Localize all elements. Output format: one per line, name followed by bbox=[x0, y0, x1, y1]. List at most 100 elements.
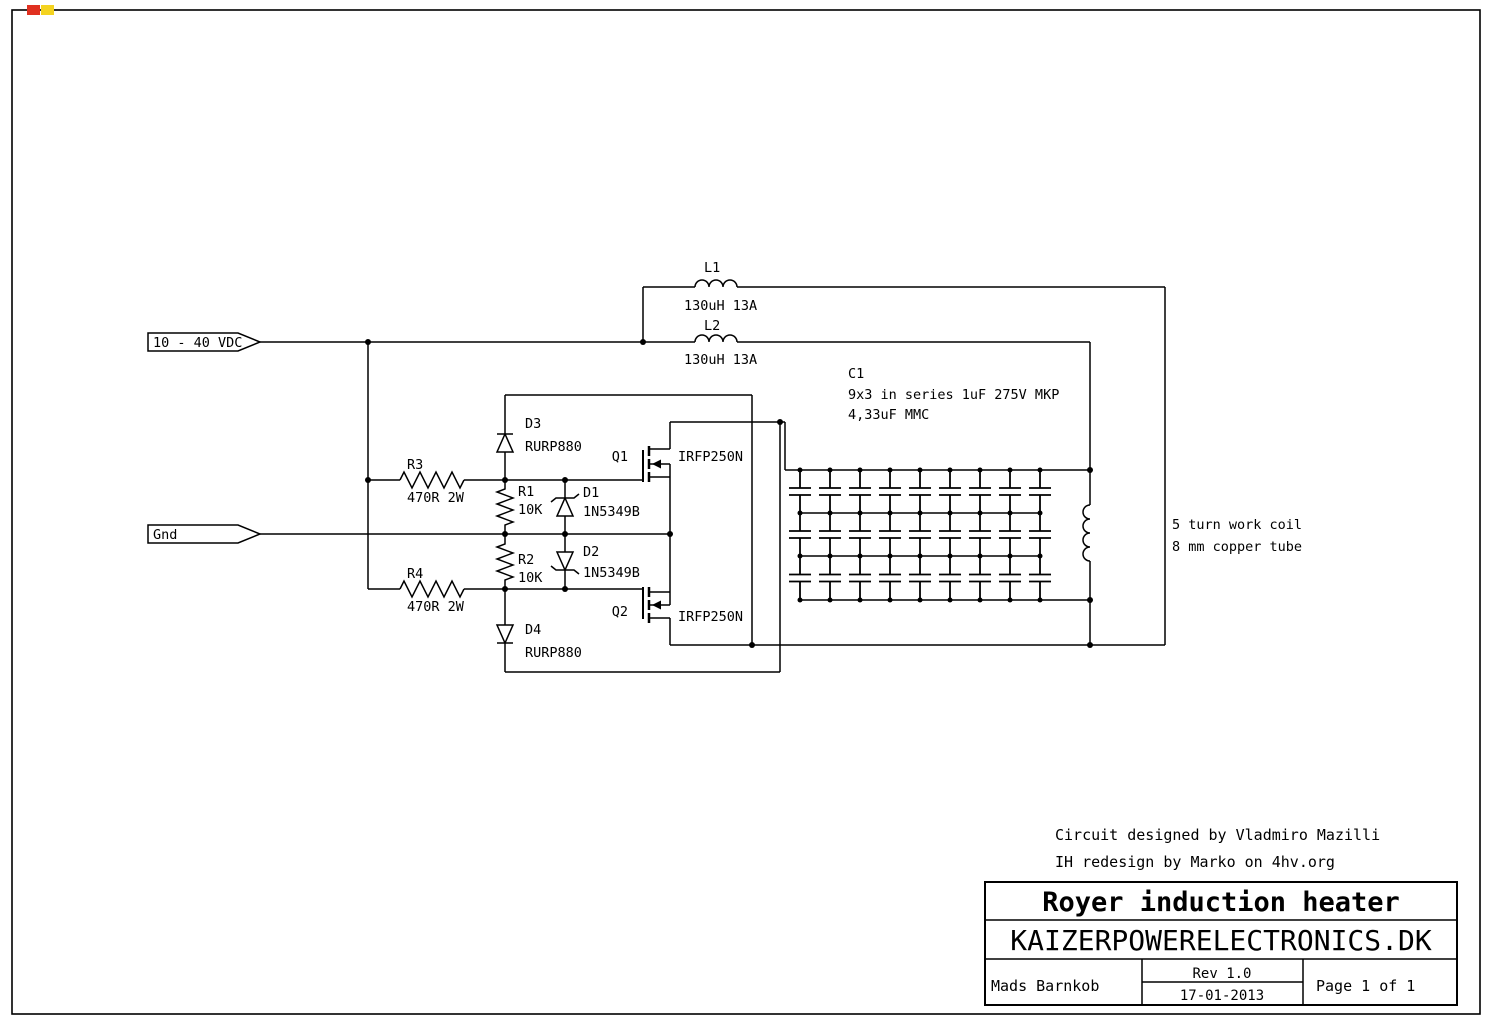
junction-dot bbox=[1037, 553, 1043, 559]
junction-dot bbox=[1087, 467, 1093, 473]
c1-ref-label: C1 bbox=[848, 366, 864, 382]
diode-d3-triangle bbox=[495, 432, 515, 453]
l2-value-label: 130uH 13A bbox=[684, 352, 757, 368]
junction-dot bbox=[365, 477, 371, 483]
resistor-r4-symbol bbox=[399, 579, 465, 599]
mosfet-q1-symbol bbox=[642, 422, 671, 534]
work-coil-desc2-label: 8 mm copper tube bbox=[1172, 539, 1302, 555]
vdc-connector-outline bbox=[147, 332, 262, 352]
mosfet-q1-leads bbox=[649, 422, 671, 534]
junction-dots bbox=[365, 339, 1093, 648]
mosfet-q2-leads bbox=[649, 534, 671, 645]
r3-ref-label: R3 bbox=[407, 457, 423, 473]
junction-dot bbox=[857, 510, 863, 516]
zener-d1-triangle bbox=[555, 496, 575, 517]
wire-network bbox=[260, 286, 1166, 673]
mosfet-q1-arrow bbox=[652, 459, 661, 469]
junction-dot bbox=[947, 597, 953, 603]
l1-value-label: 130uH 13A bbox=[684, 298, 757, 314]
r2-ref-label: R2 bbox=[518, 552, 534, 568]
zener-d2-symbol bbox=[550, 534, 580, 589]
d2-value-label: 1N5349B bbox=[583, 565, 640, 581]
l1-ref-label: L1 bbox=[704, 260, 720, 276]
credit-redesign: IH redesign by Marko on 4hv.org bbox=[1055, 853, 1335, 871]
d2-ref-label: D2 bbox=[583, 544, 599, 560]
diode-d4-symbol bbox=[495, 589, 515, 672]
junction-dot bbox=[502, 477, 508, 483]
zener-d1-leads bbox=[550, 480, 580, 534]
junction-dot bbox=[1087, 597, 1093, 603]
junction-dot bbox=[977, 597, 983, 603]
r1-ref-label: R1 bbox=[518, 484, 534, 500]
gnd-connector-label: Gnd bbox=[153, 527, 177, 543]
corner-mark-yellow bbox=[41, 5, 54, 15]
q1-ref-label: Q1 bbox=[612, 449, 628, 465]
junction-dot bbox=[887, 510, 893, 516]
junction-dot bbox=[857, 553, 863, 559]
zener-d1-symbol bbox=[550, 480, 580, 534]
junction-dot bbox=[977, 510, 983, 516]
capacitor-bank-rails bbox=[785, 469, 1090, 601]
work-coil-symbol bbox=[1082, 504, 1091, 562]
junction-dot bbox=[1037, 510, 1043, 516]
junction-dot bbox=[947, 510, 953, 516]
work-coil-desc1-label: 5 turn work coil bbox=[1172, 517, 1302, 533]
diode-d3-symbol bbox=[495, 395, 515, 480]
junction-dot bbox=[640, 339, 646, 345]
r4-ref-label: R4 bbox=[407, 566, 423, 582]
junction-dot bbox=[797, 597, 803, 603]
inductor-l2-symbol bbox=[694, 334, 738, 343]
diode-d3-leads bbox=[497, 395, 513, 480]
d4-ref-label: D4 bbox=[525, 622, 541, 638]
capacitor-bank-columns bbox=[789, 467, 1051, 603]
q2-ref-label: Q2 bbox=[612, 604, 628, 620]
junction-dot bbox=[1087, 642, 1093, 648]
junction-dot bbox=[947, 467, 953, 473]
junction-dot bbox=[1007, 597, 1013, 603]
junction-dot bbox=[827, 597, 833, 603]
resistor-r1-symbol bbox=[494, 480, 516, 534]
junction-dot bbox=[857, 467, 863, 473]
d3-ref-label: D3 bbox=[525, 416, 541, 432]
junction-dot bbox=[1037, 597, 1043, 603]
junction-dot bbox=[502, 586, 508, 592]
junction-dot bbox=[887, 597, 893, 603]
junction-dot bbox=[1007, 510, 1013, 516]
credits: Circuit designed by Vladmiro Mazilli IH … bbox=[1055, 826, 1380, 871]
q1-value-label: IRFP250N bbox=[678, 449, 743, 465]
junction-dot bbox=[777, 419, 783, 425]
junction-dot bbox=[365, 339, 371, 345]
r4-value-label: 470R 2W bbox=[407, 599, 465, 615]
title-block-dividers bbox=[985, 919, 1457, 1005]
mosfet-q2-symbol bbox=[642, 534, 671, 645]
r3-value-label: 470R 2W bbox=[407, 490, 465, 506]
title-block-border bbox=[984, 881, 1458, 1006]
junction-dot bbox=[917, 510, 923, 516]
vdc-connector bbox=[147, 332, 262, 352]
junction-dot bbox=[797, 467, 803, 473]
d1-value-label: 1N5349B bbox=[583, 504, 640, 520]
junction-dot bbox=[797, 510, 803, 516]
junction-dot bbox=[887, 467, 893, 473]
junction-dot bbox=[887, 553, 893, 559]
junction-dot bbox=[857, 597, 863, 603]
r2-value-label: 10K bbox=[518, 570, 543, 586]
junction-dot bbox=[562, 477, 568, 483]
junction-dot bbox=[562, 586, 568, 592]
junction-dot bbox=[917, 467, 923, 473]
c1-desc1-label: 9x3 in series 1uF 275V MKP bbox=[848, 387, 1059, 403]
junction-dot bbox=[977, 553, 983, 559]
zener-d2-triangle bbox=[555, 551, 575, 572]
mosfet-q2-arrow bbox=[652, 600, 661, 610]
title-block-author: Mads Barnkob bbox=[991, 977, 1099, 995]
zener-d2-leads bbox=[550, 534, 580, 589]
title-block-title: Royer induction heater bbox=[1042, 887, 1400, 918]
d4-value-label: RURP880 bbox=[525, 645, 582, 661]
page-border bbox=[11, 9, 1481, 1015]
junction-dot bbox=[917, 553, 923, 559]
corner-mark-red bbox=[27, 5, 40, 15]
title-block-website: KAIZERPOWERELECTRONICS.DK bbox=[1010, 924, 1432, 957]
title-block-page: Page 1 of 1 bbox=[1316, 977, 1415, 995]
